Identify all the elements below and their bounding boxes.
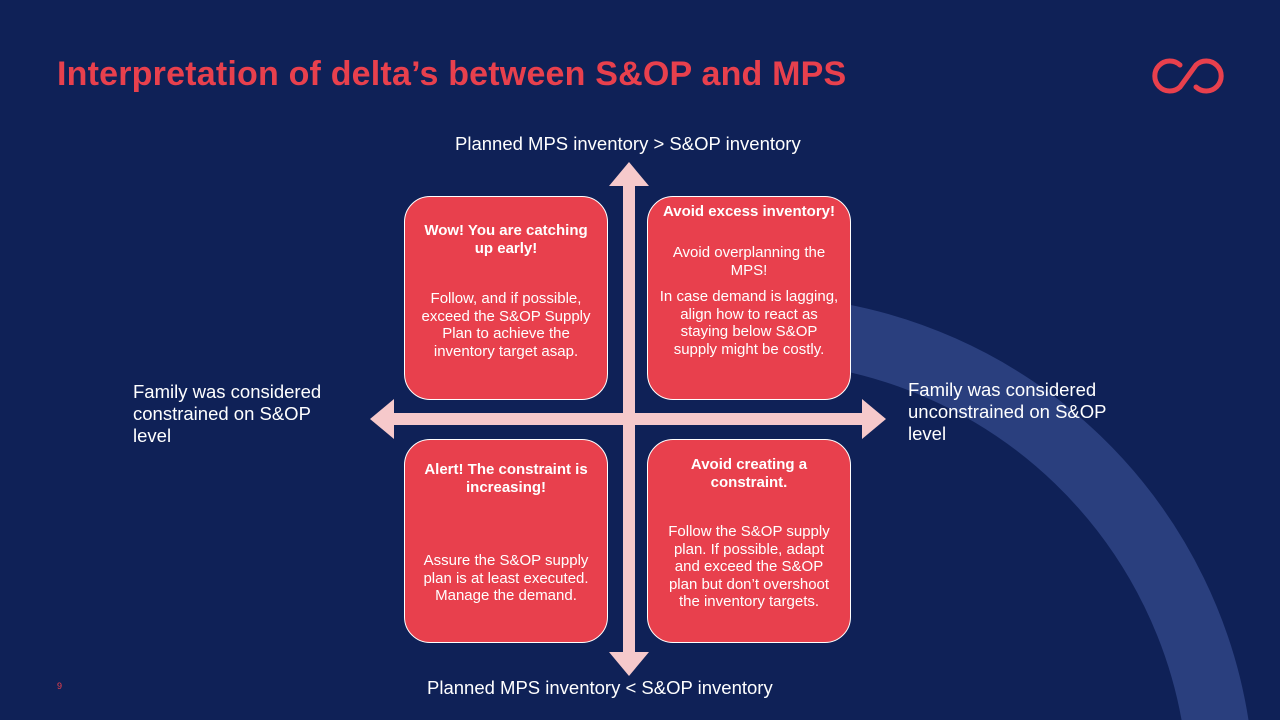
- axis-label-bottom: Planned MPS inventory < S&OP inventory: [427, 677, 773, 698]
- quadrant-title: Avoid excess inventory!: [662, 203, 835, 220]
- slide-title: Interpretation of delta’s between S&OP a…: [57, 55, 847, 93]
- quadrant-body: Avoid overplanning the MPS!: [672, 244, 826, 279]
- quadrant-body: Follow, and if possible, exceed the S&OP…: [421, 290, 591, 360]
- axis-label-top: Planned MPS inventory > S&OP inventory: [455, 133, 801, 154]
- quadrant-bottom-left: Alert! The constraint is increasing! Ass…: [404, 439, 608, 643]
- horizontal-double-arrow: [370, 399, 886, 439]
- quadrant-top-right: Avoid excess inventory! Avoid overplanni…: [647, 196, 851, 400]
- quadrant-title: Wow! You are catching up early!: [424, 222, 588, 257]
- quadrant-top-left: Wow! You are catching up early! Follow, …: [404, 196, 608, 400]
- axis-label-right: Family was considered unconstrained on S…: [908, 379, 1107, 444]
- quadrant-body: Follow the S&OP supply plan. If possible…: [668, 523, 830, 610]
- quadrant-body-secondary: In case demand is lagging, align how to …: [659, 288, 839, 358]
- quadrant-title: Alert! The constraint is increasing!: [424, 461, 588, 496]
- quadrant-title: Avoid creating a constraint.: [690, 456, 808, 491]
- axis-label-left: Family was considered constrained on S&O…: [133, 381, 322, 446]
- page-number: 9: [57, 681, 63, 691]
- infinity-loop-logo-icon: [1152, 58, 1224, 94]
- quadrant-bottom-right: Avoid creating a constraint. Follow the …: [647, 439, 851, 643]
- quadrant-body: Assure the S&OP supply plan is at least …: [423, 552, 589, 604]
